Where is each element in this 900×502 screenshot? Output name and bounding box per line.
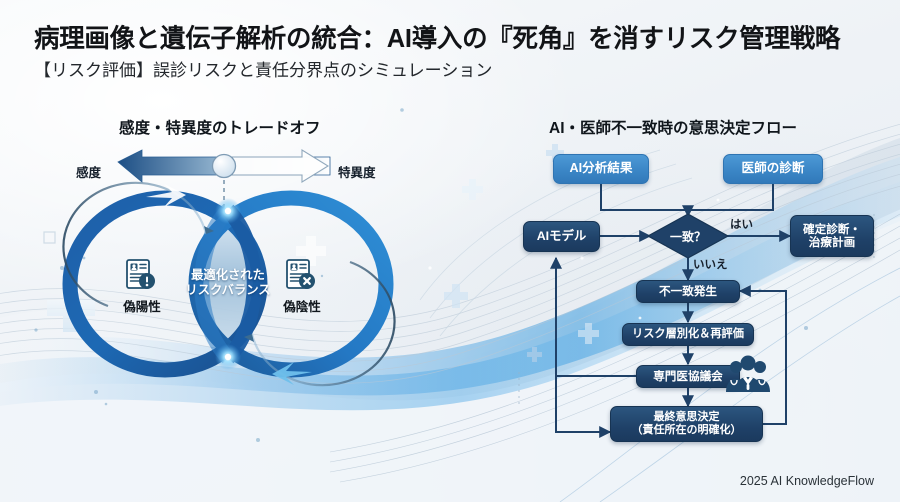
edge-label-no: いいえ bbox=[693, 259, 728, 271]
decision-node: 一致？ bbox=[648, 214, 728, 258]
doctors-group-icon bbox=[726, 355, 770, 392]
node-ai-result[interactable]: AI分析結果 bbox=[553, 154, 649, 184]
node-risk-stratification[interactable]: リスク層別化＆再評価 bbox=[622, 323, 754, 346]
edge-label-yes: はい bbox=[730, 219, 753, 231]
node-confirmed-line-1: 確定診断・ bbox=[803, 222, 861, 236]
document-warning-icon bbox=[126, 259, 155, 289]
node-confirmed-line-2: 治療計画 bbox=[808, 236, 856, 249]
node-risk-stratification-label: リスク層別化＆再評価 bbox=[632, 327, 744, 340]
slider-label-specificity: 特異度 bbox=[338, 166, 376, 180]
venn-center-line-1: 最適化された bbox=[191, 268, 265, 282]
node-specialist-council[interactable]: 専門医協議会 bbox=[636, 365, 740, 388]
node-doctor-diagnosis[interactable]: 医師の診断 bbox=[723, 154, 823, 184]
page-title: 病理画像と遺伝子解析の統合：AI導入の『死角』を消すリスク管理戦略 bbox=[34, 25, 841, 53]
footer-credit: 2025 AI KnowledgeFlow bbox=[739, 474, 874, 488]
node-mismatch-label: 不一致発生 bbox=[659, 284, 717, 298]
node-final-decision[interactable]: 最終意思決定 （責任所在の明確化） bbox=[610, 406, 763, 442]
node-confirmed-diagnosis[interactable]: 確定診断・ 治療計画 bbox=[790, 215, 874, 257]
venn-center-line-2: リスクバランス bbox=[185, 283, 271, 297]
document-cross-icon bbox=[286, 259, 315, 289]
node-ai-model[interactable]: AIモデル bbox=[523, 221, 600, 252]
node-mismatch[interactable]: 不一致発生 bbox=[636, 280, 740, 303]
venn-center-label: 最適化された リスクバランス bbox=[176, 268, 280, 298]
node-doctor-diagnosis-label: 医師の診断 bbox=[741, 161, 805, 176]
node-final-decision-line-1: 最終意思決定 bbox=[653, 410, 720, 423]
node-specialist-council-label: 専門医協議会 bbox=[653, 369, 723, 383]
slider-label-sensitivity: 感度 bbox=[76, 166, 102, 180]
node-ai-model-label: AIモデル bbox=[536, 228, 587, 243]
decision-label: 一致？ bbox=[669, 229, 706, 244]
venn-label-false-positive: 偽陽性 bbox=[123, 300, 161, 314]
left-panel-heading: 感度・特異度のトレードオフ bbox=[119, 120, 321, 137]
venn-label-false-negative: 偽陰性 bbox=[283, 300, 321, 314]
right-panel-heading: AI・医師不一致時の意思決定フロー bbox=[549, 120, 798, 137]
node-final-decision-line-2: （責任所在の明確化） bbox=[631, 424, 742, 436]
page-subtitle: 【リスク評価】誤診リスクと責任分界点のシミュレーション bbox=[34, 61, 493, 80]
node-ai-result-label: AI分析結果 bbox=[569, 161, 633, 176]
